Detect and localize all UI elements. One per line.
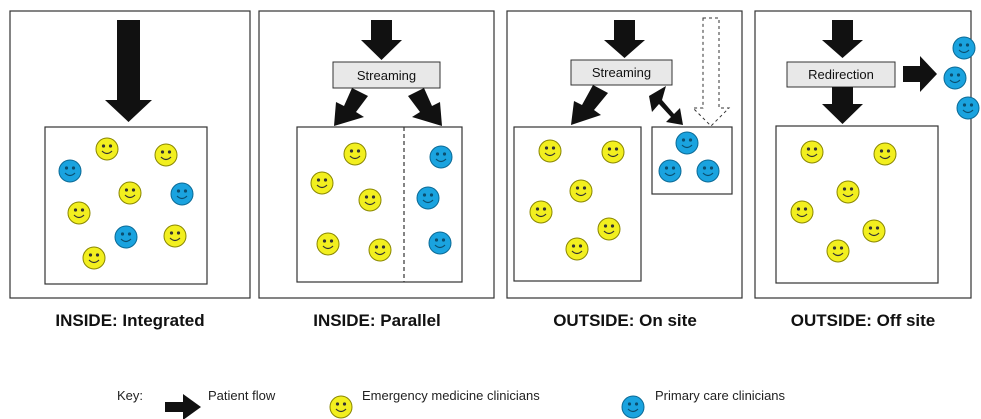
emergency-clinician-icon [343, 142, 367, 166]
primary-clinician-icon [675, 131, 699, 155]
patient-flow-dashed-arrow [691, 17, 731, 127]
caption-parallel: INSIDE: Parallel [313, 311, 441, 330]
primary-clinician-icon [943, 66, 967, 90]
primary-clinician-icon [696, 159, 720, 183]
primary-clinician-icon [956, 96, 980, 120]
emergency-clinician-icon [836, 180, 860, 204]
emergency-clinician-icon [597, 217, 621, 241]
emergency-clinician-icon [529, 200, 553, 224]
primary-clinician-icon [58, 159, 82, 183]
primary-clinician-icon [428, 231, 452, 255]
emergency-clinician-icon [368, 238, 392, 262]
patient-flow-arrow [822, 87, 863, 124]
primary-key-icon [621, 395, 645, 419]
emergency-clinician-icon [826, 239, 850, 263]
caption-on-site: OUTSIDE: On site [553, 311, 697, 330]
emergency-clinician-icon [790, 200, 814, 224]
key-emergency-label: Emergency medicine clinicians [362, 388, 540, 403]
emergency-key-icon [329, 395, 353, 419]
patient-flow-arrow [361, 20, 402, 60]
primary-clinician-icon [429, 145, 453, 169]
key-title: Key: [117, 388, 144, 403]
primary-clinician-icon [658, 159, 682, 183]
emergency-clinician-icon [862, 219, 886, 243]
primary-clinician-icon [170, 182, 194, 206]
emergency-clinician-icon [154, 143, 178, 167]
patient-flow-arrow [903, 56, 937, 92]
patient-flow-arrow [408, 88, 442, 126]
emergency-clinician-icon [95, 137, 119, 161]
streaming-box [332, 61, 441, 89]
ed-room [44, 126, 208, 285]
patient-flow-arrow [604, 20, 645, 58]
emergency-clinician-icon [569, 179, 593, 203]
key-patient-flow-label: Patient flow [208, 388, 276, 403]
emergency-clinician-icon [82, 246, 106, 270]
patient-flow-key-icon [165, 394, 201, 419]
redirection-label: Redirection [808, 67, 874, 82]
patient-flow-arrow [571, 85, 608, 125]
emergency-clinician-icon [800, 140, 824, 164]
emergency-clinician-icon [358, 188, 382, 212]
patient-flow-double-arrow [649, 86, 683, 125]
patient-flow-arrow [105, 20, 152, 122]
emergency-clinician-icon [310, 171, 334, 195]
emergency-clinician-icon [565, 237, 589, 261]
emergency-clinician-icon [601, 140, 625, 164]
emergency-clinician-icon [873, 142, 897, 166]
caption-off-site: OUTSIDE: Off site [790, 311, 936, 330]
patient-flow-arrow [822, 20, 863, 58]
emergency-clinician-icon [67, 201, 91, 225]
primary-clinician-icon [952, 36, 976, 60]
streaming-label: Streaming [592, 65, 651, 80]
patient-flow-arrow [334, 88, 368, 126]
caption-integrated: INSIDE: Integrated [55, 311, 205, 330]
emergency-clinician-icon [316, 232, 340, 256]
streaming-label: Streaming [357, 68, 416, 83]
primary-clinician-icon [416, 186, 440, 210]
streaming-box [570, 59, 673, 86]
emergency-clinician-icon [538, 139, 562, 163]
primary-clinician-icon [114, 225, 138, 249]
key-primary-label: Primary care clinicians [655, 388, 786, 403]
emergency-clinician-icon [163, 224, 187, 248]
emergency-clinician-icon [118, 181, 142, 205]
redirection-box [786, 61, 896, 88]
